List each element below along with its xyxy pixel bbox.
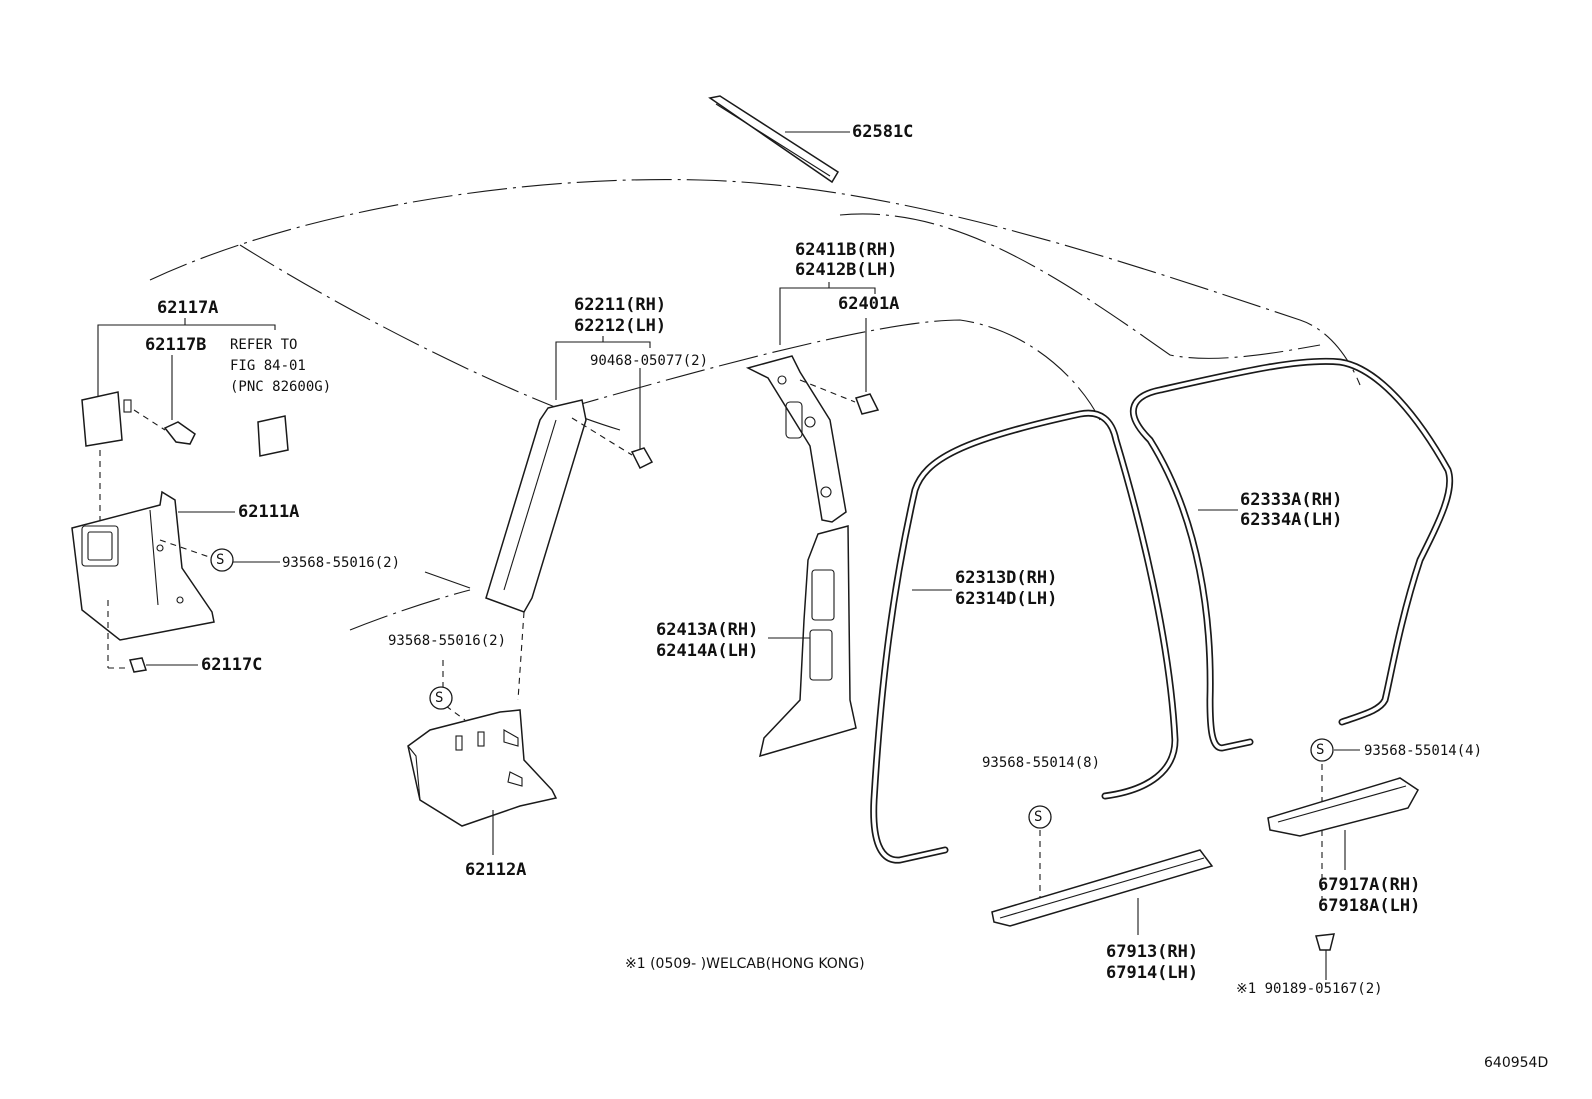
label-62334A: 62334A(LH): [1240, 510, 1343, 530]
panel-62112A-part: [407, 709, 558, 827]
label-62401A: 62401A: [838, 294, 900, 314]
label-67917A: 67917A(RH): [1318, 875, 1421, 895]
sill-phantom: [349, 589, 471, 631]
label-62581C: 62581C: [852, 122, 914, 142]
label-screw-a: 93568-55016(2): [282, 555, 401, 571]
s-label-a: S: [216, 552, 225, 568]
s-mark-a-icon: [210, 548, 234, 572]
clip-90189-part: [1315, 933, 1335, 951]
b-pillar-lower-part: [758, 525, 857, 758]
welcab-note: ※1 (0509- )WELCAB(HONG KONG): [625, 956, 865, 972]
label-62333A: 62333A(RH): [1240, 490, 1343, 510]
label-62117A: 62117A: [157, 298, 219, 318]
label-62413A: 62413A(RH): [656, 620, 759, 640]
clip-90468-part: [630, 447, 654, 470]
s-mark-c-icon: [1028, 805, 1052, 829]
refer-line-1: REFER TO: [230, 337, 298, 353]
b-pillar-upper-part: [745, 355, 847, 523]
s-label-d: S: [1316, 742, 1325, 758]
label-62211: 62211(RH): [574, 295, 667, 315]
label-screw-b: 93568-55016(2): [388, 633, 507, 649]
s-mark-d-icon: [1310, 738, 1334, 762]
label-screw-d: 93568-55014(4): [1364, 743, 1483, 759]
refer-line-3: (PNC 82600G): [230, 379, 332, 395]
label-62111A: 62111A: [238, 502, 300, 522]
label-clip-90189: ※1 90189-05167(2): [1236, 981, 1383, 997]
label-67918A: 67918A(LH): [1318, 896, 1421, 916]
label-62411B: 62411B(RH): [795, 240, 898, 260]
label-62117C: 62117C: [201, 655, 263, 675]
rear-scuff-plate-part: [1267, 777, 1419, 837]
label-62112A: 62112A: [465, 860, 527, 880]
roof-rear-line: [839, 213, 1321, 359]
label-67914: 67914(LH): [1106, 963, 1199, 983]
refer-line-2: FIG 84-01: [230, 358, 306, 374]
label-62117B: 62117B: [145, 335, 207, 355]
s-label-c: S: [1034, 809, 1043, 825]
figure-id: 640954D: [1484, 1055, 1549, 1071]
clip-62117C-part: [129, 657, 147, 673]
label-62313D: 62313D(RH): [955, 568, 1058, 588]
s-label-b: S: [435, 690, 444, 706]
clip-62117B-part: [163, 421, 196, 445]
label-62412B: 62412B(LH): [795, 260, 898, 280]
cover-62117A-part: [81, 391, 123, 447]
label-62212: 62212(LH): [574, 316, 667, 336]
belt-line: [559, 319, 1101, 421]
clip-62401A-part: [855, 393, 880, 415]
s-mark-b-icon: [429, 686, 453, 710]
label-62314D: 62314D(LH): [955, 589, 1058, 609]
label-62414A: 62414A(LH): [656, 641, 759, 661]
ref-piece: [257, 415, 289, 457]
roof-outline: [149, 179, 1361, 386]
label-67913: 67913(RH): [1106, 942, 1199, 962]
label-screw-c: 93568-55014(8): [982, 755, 1101, 771]
label-clip-90468: 90468-05077(2): [590, 353, 709, 369]
a-pillar-part: [485, 399, 587, 613]
